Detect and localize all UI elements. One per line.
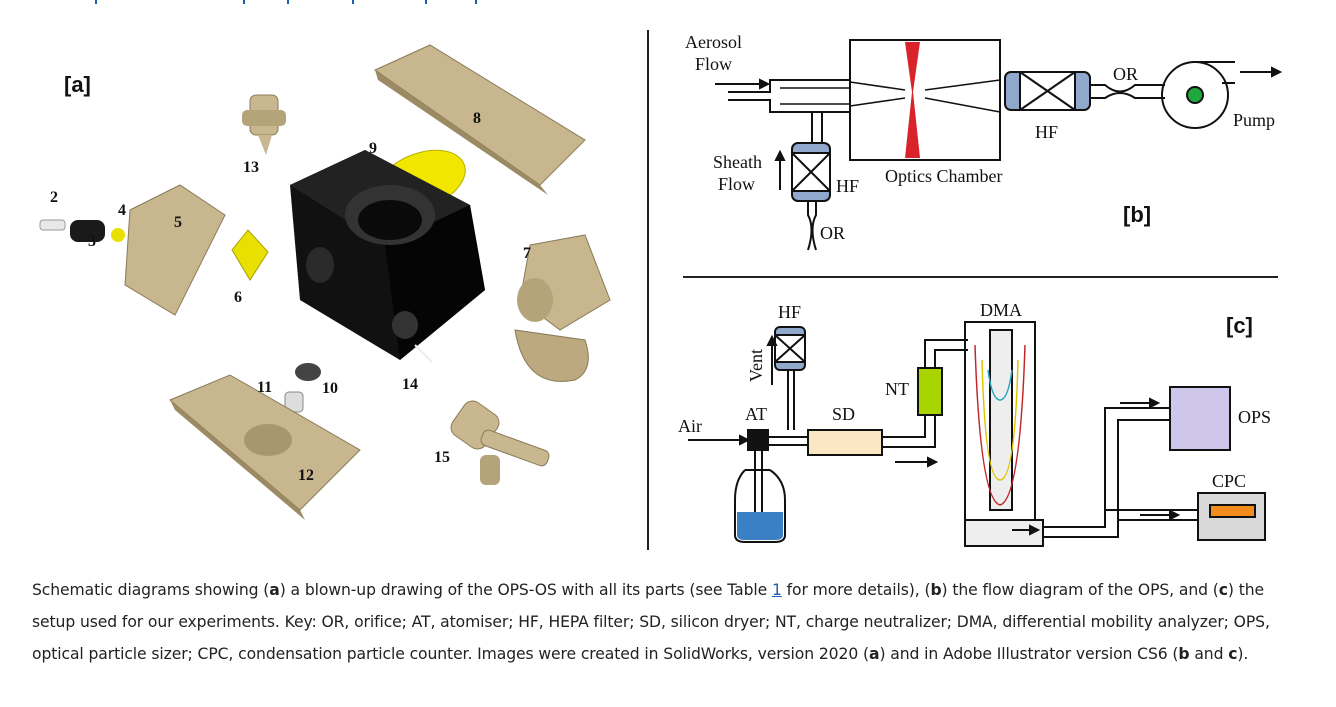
part-3-holder (70, 220, 105, 242)
optics-chamber (849, 39, 1001, 161)
dma-label: DMA (980, 300, 1022, 320)
part-label: 6 (234, 289, 242, 306)
caption-text: for more details), ( (781, 581, 931, 599)
nt-label: NT (885, 379, 909, 399)
caption-bold: a (269, 581, 280, 599)
caption-bold: c (1218, 581, 1228, 599)
hf-label: HF (1035, 122, 1058, 142)
aerosol-flow-label: Flow (695, 54, 732, 74)
caption-bold: b (1178, 645, 1190, 663)
ops-instrument (1169, 386, 1231, 451)
part-label: 13 (243, 159, 259, 176)
part-4-filter (111, 228, 125, 242)
ops-label: OPS (1238, 407, 1271, 427)
part-5-side-plate (124, 184, 226, 316)
caption-text: and (1189, 645, 1229, 663)
caption-text: ) the flow diagram of the OPS, and ( (941, 581, 1219, 599)
panel-c-setup: [c] DMA HF Vent Air AT SD NT OPS (678, 300, 1271, 547)
hf-label: HF (778, 302, 801, 322)
caption-bold: c (1228, 645, 1238, 663)
cut-off-link-underlines (0, 0, 1336, 4)
part-label: 15 (434, 449, 450, 466)
charge-neutralizer (917, 367, 943, 416)
part-label: 14 (402, 376, 418, 393)
at-label: AT (745, 404, 767, 424)
part-label: 2 (50, 189, 58, 206)
panel-c-tag: [c] (1226, 313, 1253, 338)
bottle-liquid (737, 512, 783, 540)
optics-chamber-label: Optics Chamber (885, 166, 1002, 186)
caption-text: ) and in Adobe Illustrator version CS6 ( (879, 645, 1179, 663)
part-label: 5 (174, 214, 182, 231)
part-10-ring (295, 363, 321, 381)
air-label: Air (678, 416, 702, 436)
aerosol-flow-label: Aerosol (685, 32, 742, 52)
part-label: 9 (369, 140, 377, 157)
part-7-outlet-housing (514, 234, 611, 382)
atomiser (747, 429, 769, 451)
panel-a-exploded-view: [a] (39, 44, 611, 520)
figure-image: [a] (39, 30, 1283, 550)
figure-caption: Schematic diagrams showing (a) a blown-u… (32, 574, 1302, 670)
caption-bold: a (869, 645, 880, 663)
part-15-pump-fitting (450, 400, 550, 485)
part-13-inlet (242, 94, 286, 155)
atomiser-bottle (734, 469, 786, 543)
orifice-label: OR (820, 223, 845, 243)
silicon-dryer (807, 429, 883, 456)
sd-label: SD (832, 404, 855, 424)
part-label: 3 (88, 233, 96, 250)
part-6-trap (231, 229, 269, 281)
part-2-lens (39, 219, 66, 231)
panel-a-tag: [a] (64, 72, 91, 97)
hf-label: HF (836, 176, 859, 196)
panel-b-tag: [b] (1123, 202, 1151, 227)
vent-label: Vent (746, 349, 766, 382)
pump-label: Pump (1233, 110, 1275, 130)
sheath-flow-label: Sheath (713, 152, 762, 172)
caption-text: Schematic diagrams showing ( (32, 581, 270, 599)
part-label: 1 (362, 325, 370, 342)
part-label: 12 (298, 467, 314, 484)
part-label: 8 (473, 110, 481, 127)
laser-beam (905, 42, 920, 158)
caption-text: ). (1237, 645, 1249, 663)
caption-bold: b (930, 581, 942, 599)
dma-base (964, 519, 1044, 547)
caption-text: ) a blown-up drawing of the OPS-OS with … (279, 581, 772, 599)
cpc-label: CPC (1212, 471, 1246, 491)
orifice-label: OR (1113, 64, 1138, 84)
pump-rotor (1186, 86, 1204, 104)
part-label: 10 (322, 380, 338, 397)
part-label: 4 (118, 202, 126, 219)
caption-text: ) the setup used for our experiments. Ke… (32, 581, 1270, 663)
part-label: 11 (257, 379, 272, 396)
part-label: 7 (523, 245, 531, 262)
table-1-link[interactable]: 1 (771, 581, 782, 599)
part-1-black-cube (290, 150, 485, 363)
panel-b-flow-diagram: Aerosol Flow Optics Chamber HF OR Pump H… (685, 32, 1283, 251)
sheath-flow-label: Flow (718, 174, 755, 194)
